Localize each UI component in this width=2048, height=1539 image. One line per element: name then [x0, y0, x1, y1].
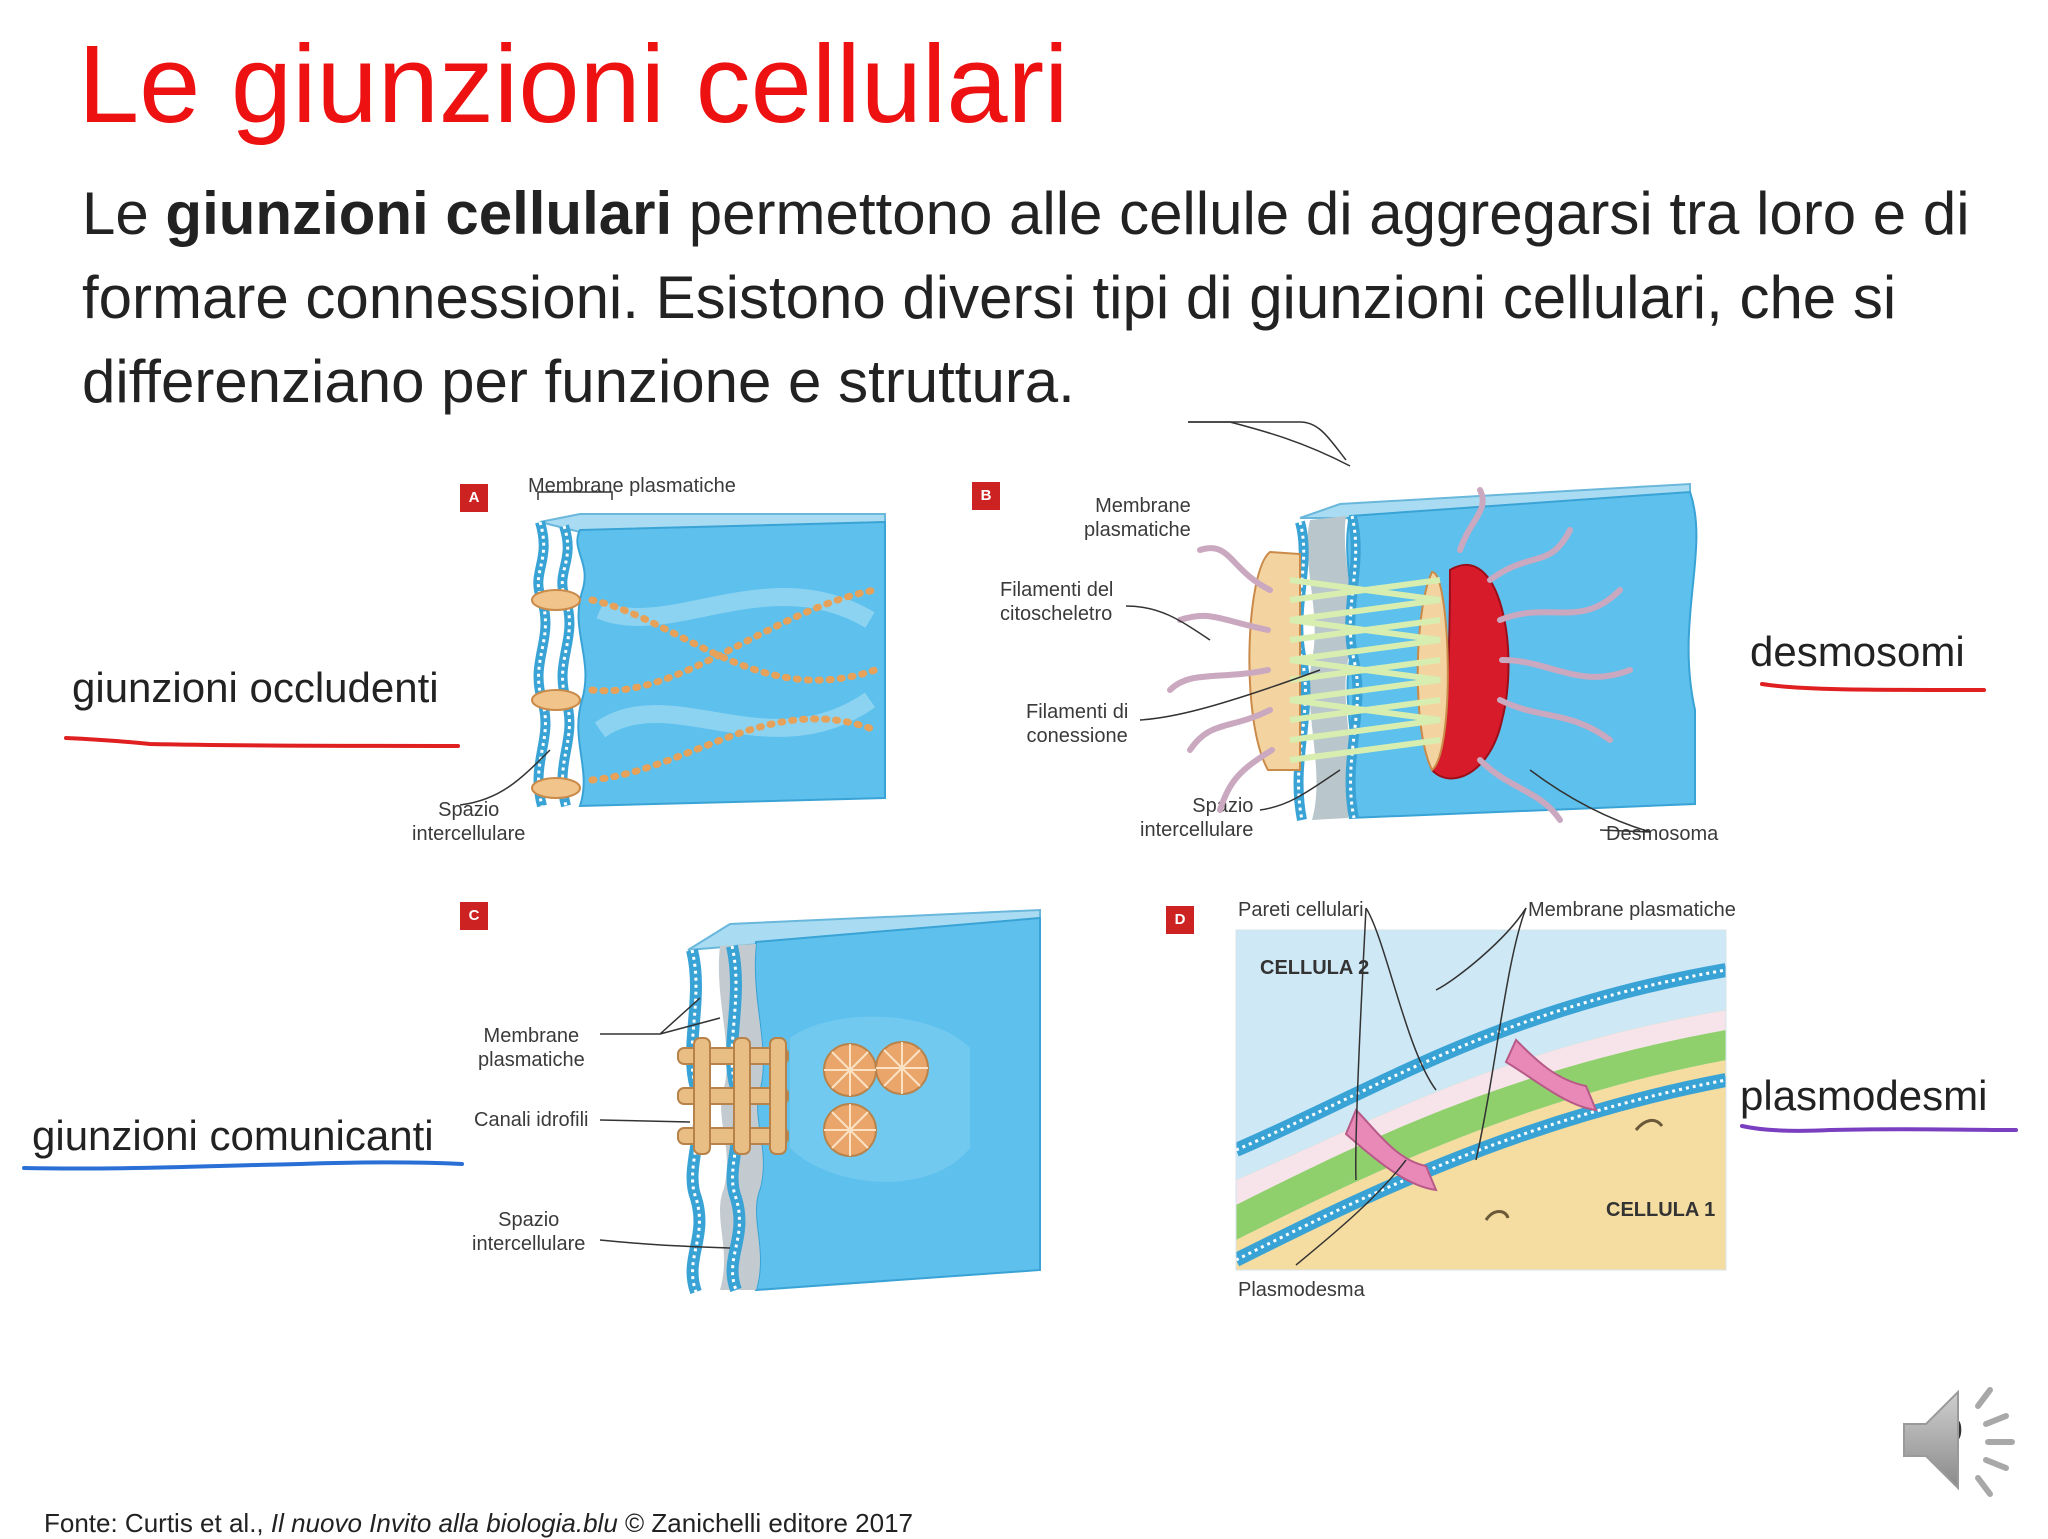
badge-d: D: [1166, 906, 1194, 934]
panel-d-cellula1-label: CELLULA 1: [1606, 1199, 1716, 1221]
intro-bold: giunzioni cellulari: [165, 180, 673, 247]
panel-b-filamenti-conn-line1: Filamenti di: [1026, 701, 1129, 723]
panel-b-spazio-line2: intercellulare: [1140, 819, 1254, 841]
underline-occludenti: [64, 736, 460, 748]
footer-source: Fonte: Curtis et al., Il nuovo Invito al…: [44, 1508, 913, 1539]
panel-c-membrane-line1: Membrane: [483, 1025, 580, 1047]
underline-desmosomi: [1760, 682, 1986, 692]
panel-c-spazio-label: Spazio intercellulare: [472, 1208, 585, 1256]
page-title: Le giunzioni cellulari: [78, 23, 1069, 146]
badge-c: C: [460, 902, 488, 930]
badge-a: A: [460, 484, 488, 512]
figure-tight-junction: [459, 491, 886, 808]
panel-b-filamenti-cito-line2: citoscheletro: [1000, 603, 1113, 625]
speaker-icon[interactable]: [1896, 1376, 2026, 1506]
panel-b-desmosoma-label: Desmosoma: [1606, 823, 1719, 845]
label-giunzioni-comunicanti: giunzioni comunicanti: [32, 1112, 434, 1159]
panel-b-membrane-line2: plasmatiche: [1084, 519, 1191, 541]
intro-rest: permettono alle cellule di aggregarsi tr…: [82, 180, 1970, 415]
footer-suffix: © Zanichelli editore 2017: [617, 1508, 913, 1538]
panel-b-membrane-label: Membrane plasmatiche: [1084, 494, 1191, 542]
panel-c-membrane-label: Membrane plasmatiche: [478, 1024, 585, 1072]
footer-italic: Il nuovo Invito alla biologia.blu: [270, 1508, 618, 1538]
panel-a-membrane-label: Membrane plasmatiche: [528, 475, 736, 497]
panel-b-filamenti-cito-label: Filamenti del citoscheletro: [1000, 578, 1113, 626]
label-giunzioni-occludenti: giunzioni occludenti: [72, 664, 439, 711]
panel-c-spazio-line1: Spazio: [498, 1209, 560, 1231]
panel-b-filamenti-cito-line1: Filamenti del: [1000, 579, 1114, 601]
figure-desmosome: [1125, 421, 1698, 833]
underline-plasmodesmi: [1740, 1124, 2018, 1133]
label-plasmodesmi: plasmodesmi: [1740, 1072, 1988, 1119]
panel-b-membrane-line1: Membrane: [1095, 495, 1191, 517]
panel-c-spazio-line2: intercellulare: [472, 1233, 586, 1255]
panel-a-spazio-line1: Spazio: [438, 799, 500, 821]
panel-b-spazio-label: Spazio intercellulare: [1140, 794, 1253, 842]
panel-b-filamenti-conn-label: Filamenti di conessione: [1026, 700, 1128, 748]
badge-b: B: [972, 482, 1000, 510]
intro-paragraph: Le giunzioni cellulari permettono alle c…: [82, 172, 2022, 424]
underline-comunicanti: [22, 1160, 464, 1171]
panel-d-membrane-label: Membrane plasmatiche: [1528, 899, 1736, 921]
label-desmosomi: desmosomi: [1750, 628, 1965, 675]
panel-d-pareti-label: Pareti cellulari: [1238, 899, 1364, 921]
panel-b-filamenti-conn-line2: conessione: [1026, 725, 1128, 747]
intro-prefix: Le: [82, 180, 166, 247]
panel-d-plasmodesma-label: Plasmodesma: [1238, 1279, 1365, 1301]
figure-gap-junction: [599, 908, 1041, 1294]
footer-prefix: Fonte: Curtis et al.,: [44, 1508, 271, 1538]
panel-a-spazio-line2: intercellulare: [412, 823, 526, 845]
panel-a-spazio-label: Spazio intercellulare: [412, 798, 525, 846]
panel-d-cellula2-label: CELLULA 2: [1260, 957, 1370, 979]
panel-c-membrane-line2: plasmatiche: [478, 1049, 585, 1071]
panel-c-canali-label: Canali idrofili: [474, 1109, 589, 1131]
figure-plasmodesmata: [1235, 907, 1727, 1271]
